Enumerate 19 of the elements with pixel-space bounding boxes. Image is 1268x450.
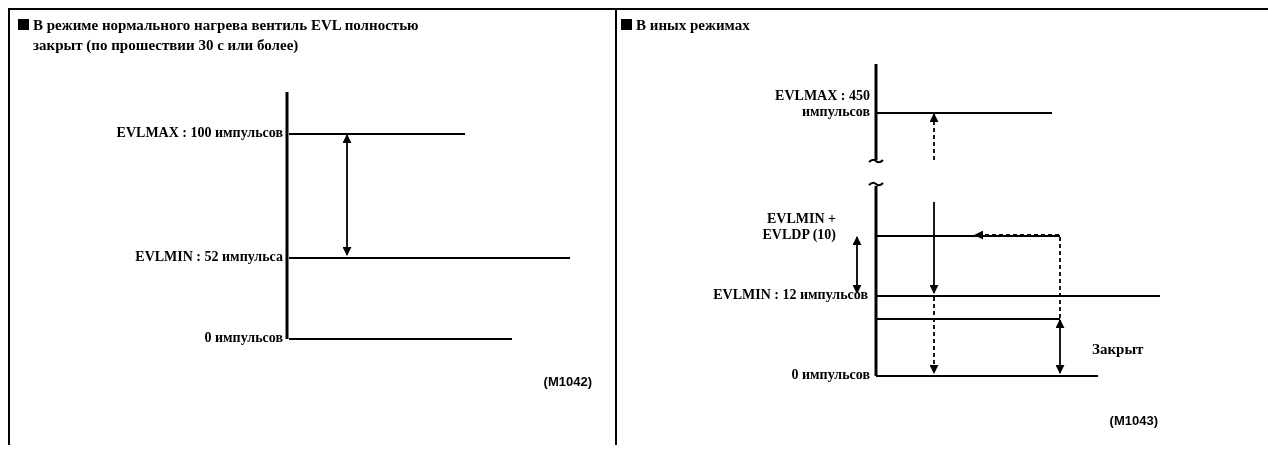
arrow [342, 134, 352, 256]
level-label: EVLMIN + EVLDP (10) [761, 210, 836, 243]
diagram-panel [8, 8, 617, 445]
level-label: EVLMAX : 100 импульсов [116, 124, 283, 141]
level-label: 0 импульсов [791, 366, 870, 383]
panel-heading: В иных режимах [636, 16, 750, 35]
level-label: 0 импульсов [204, 329, 283, 346]
figure-code: (M1043) [1109, 412, 1158, 430]
arrow [929, 296, 939, 374]
figure-code: (M1042) [543, 373, 592, 391]
level-label: EVLMAX : 450 импульсов [774, 87, 870, 120]
arrow [974, 230, 1061, 319]
panel-heading: В режиме нормального нагрева вентиль EVL полностью закрыт (по прошествии 30 с или более) [33, 16, 420, 55]
arrow [1055, 319, 1065, 374]
arrow [852, 236, 862, 294]
arrow [929, 113, 939, 161]
level-label: EVLMIN : 12 импульсов [713, 286, 868, 303]
arrow [929, 201, 939, 294]
level-label: EVLMIN : 52 импульса [135, 248, 283, 265]
